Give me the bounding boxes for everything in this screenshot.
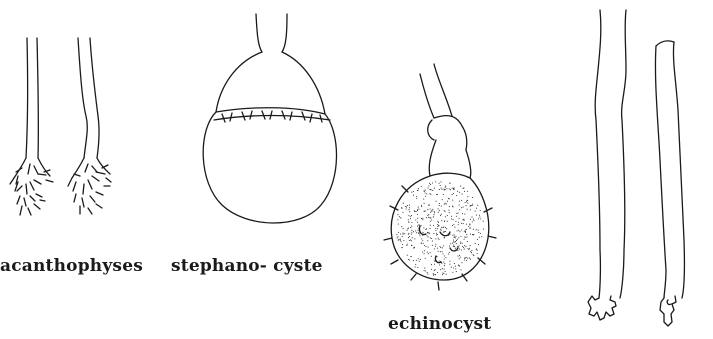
- label-acanthophyses: acanthophyses: [0, 256, 143, 276]
- label-stephanocyste: stephano- cyste: [171, 256, 323, 276]
- echinocyst-stipple: [396, 181, 484, 275]
- acanthophysis-left: [10, 38, 53, 215]
- label-echinocyst: echinocyst: [388, 314, 491, 334]
- acanthophysis-right: [68, 38, 111, 214]
- echinocyst: [384, 64, 496, 290]
- long-hypha-left: [588, 10, 626, 320]
- long-hypha-right: [655, 41, 684, 326]
- stephanocyste: [203, 14, 336, 223]
